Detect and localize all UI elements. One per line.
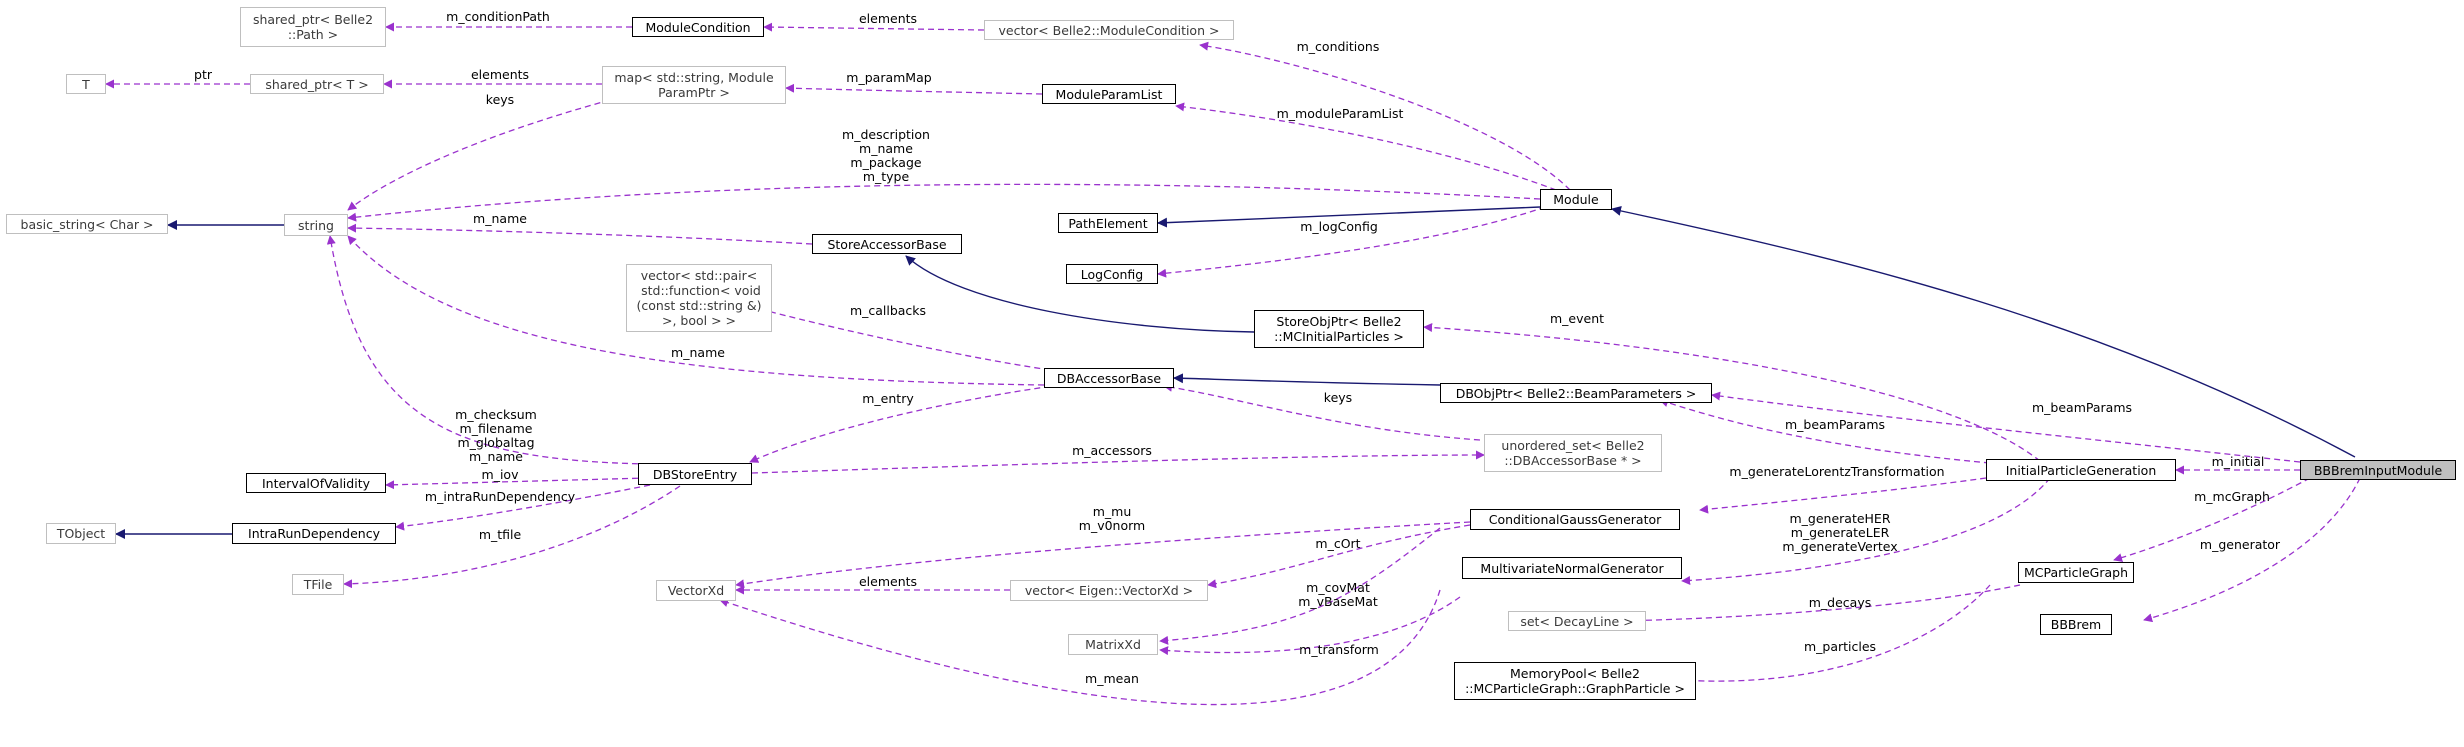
node-tfile[interactable]: TFile <box>292 574 344 595</box>
edge-use-bbbrem-bbbrem <box>2143 477 2361 623</box>
node-store-accessor-base[interactable]: StoreAccessorBase <box>812 234 962 254</box>
edge-use-initial-multivariate <box>1681 477 2051 585</box>
node-module[interactable]: Module <box>1540 189 1612 210</box>
node-log-config[interactable]: LogConfig <box>1066 264 1158 284</box>
node-conditional-gauss-generator[interactable]: ConditionalGaussGenerator <box>1470 509 1680 530</box>
node-shared-ptr-t[interactable]: shared_ptr< T > <box>250 74 384 94</box>
edge-use-conditional-matrixxd <box>1159 527 1441 645</box>
node-intra-run-dependency[interactable]: IntraRunDependency <box>232 523 396 544</box>
node-interval-of-validity[interactable]: IntervalOfValidity <box>246 473 386 493</box>
edge-use-dbstoreentry-string <box>326 235 649 465</box>
node-basic-string[interactable]: basic_string< Char > <box>6 214 168 234</box>
edge-use-initial-dbobj <box>1659 398 1991 464</box>
node-db-obj-ptr[interactable]: DBObjPtr< Belle2::BeamParameters > <box>1440 383 1712 403</box>
node-module-condition[interactable]: ModuleCondition <box>632 17 764 37</box>
node-shared-ptr-path[interactable]: shared_ptr< Belle2 ::Path > <box>240 7 386 47</box>
node-mc-particle-graph[interactable]: MCParticleGraph <box>2018 562 2134 583</box>
node-map-param[interactable]: map< std::string, Module ParamPtr > <box>602 66 786 104</box>
node-tobject[interactable]: TObject <box>46 523 116 544</box>
node-memory-pool[interactable]: MemoryPool< Belle2 ::MCParticleGraph::Gr… <box>1454 662 1696 700</box>
edge-use-bbbrem-mcgraph <box>2113 477 2311 562</box>
node-db-store-entry[interactable]: DBStoreEntry <box>638 463 752 485</box>
node-string[interactable]: string <box>284 214 348 236</box>
node-vectorxd[interactable]: VectorXd <box>656 580 736 601</box>
node-vector-module-condition[interactable]: vector< Belle2::ModuleCondition > <box>984 20 1234 40</box>
edge-inherit-bbbrem-module <box>1611 205 2356 458</box>
edge-use-dbaccessor-vectorpair <box>755 305 1051 371</box>
edge-inherit-storeobj-storeaccessor <box>905 255 1255 333</box>
edge-use-dbaccessor-string <box>347 235 1045 386</box>
node-unordered-set[interactable]: unordered_set< Belle2 ::DBAccessorBase *… <box>1484 434 1662 472</box>
edge-use-dbstoreentry-iov <box>385 477 649 490</box>
edge-inherit-module-path-element <box>1157 206 1541 228</box>
node-bbbrem[interactable]: BBBrem <box>2040 614 2112 635</box>
edge-use-conditional-vectoreigen <box>1207 524 1471 589</box>
node-vector-eigen[interactable]: vector< Eigen::VectorXd > <box>1010 580 1208 601</box>
edge-use-module-vectorcond <box>1199 41 1571 191</box>
node-initial-particle-generation[interactable]: InitialParticleGeneration <box>1986 459 2176 481</box>
edge-use-map-string <box>347 99 611 211</box>
edge-use-initial-conditional <box>1699 477 1987 514</box>
edge-use-dbaccessor-dbstoreentry <box>749 384 1061 463</box>
edge-use-module-paramlist <box>1175 102 1557 191</box>
edge-use-paramlist-map <box>785 83 1043 95</box>
edge-use-multivariate-vectorxd <box>719 589 1441 706</box>
node-module-param-list[interactable]: ModuleParamList <box>1042 84 1176 104</box>
edge-use-module-string <box>347 183 1541 222</box>
edge-use-mcgraph-memorypool <box>1679 584 1991 685</box>
edge-use-initial-storeobj <box>1423 323 2041 462</box>
edge-use-dbstoreentry-intrarun <box>395 484 651 531</box>
node-db-accessor-base[interactable]: DBAccessorBase <box>1044 368 1174 388</box>
edge-use-vectorcond-modulecondition <box>763 22 985 32</box>
edge-use-dbstoreentry-tfile <box>343 485 681 589</box>
edge-use-unordered-dbaccessor <box>1163 382 1481 441</box>
edge-inherit-dbobj-dbaccessor <box>1173 373 1441 386</box>
edge-use-bbbrem-dbobj <box>1711 391 2301 463</box>
node-set-decay-line[interactable]: set< DecayLine > <box>1508 611 1646 631</box>
edge-use-conditional-vectorxd <box>735 521 1471 589</box>
edge-use-mcgraph-setdecay <box>1609 584 2021 626</box>
node-vector-pair[interactable]: vector< std::pair< std::function< void (… <box>626 264 772 332</box>
edge-use-dbstoreentry-unordered <box>751 450 1485 474</box>
node-matrixxd[interactable]: MatrixXd <box>1068 634 1158 655</box>
node-path-element[interactable]: PathElement <box>1058 213 1158 233</box>
edge-use-multivariate-matrixxd <box>1159 596 1461 656</box>
edge-use-storeaccessor-string <box>347 223 813 245</box>
node-store-obj-ptr[interactable]: StoreObjPtr< Belle2 ::MCInitialParticles… <box>1254 310 1424 348</box>
node-multivariate-normal-generator[interactable]: MultivariateNormalGenerator <box>1462 557 1682 579</box>
edge-use-module-logconfig <box>1157 206 1546 278</box>
node-bbbrem-input-module[interactable]: BBBremInputModule <box>2300 460 2456 480</box>
node-t[interactable]: T <box>66 74 106 94</box>
